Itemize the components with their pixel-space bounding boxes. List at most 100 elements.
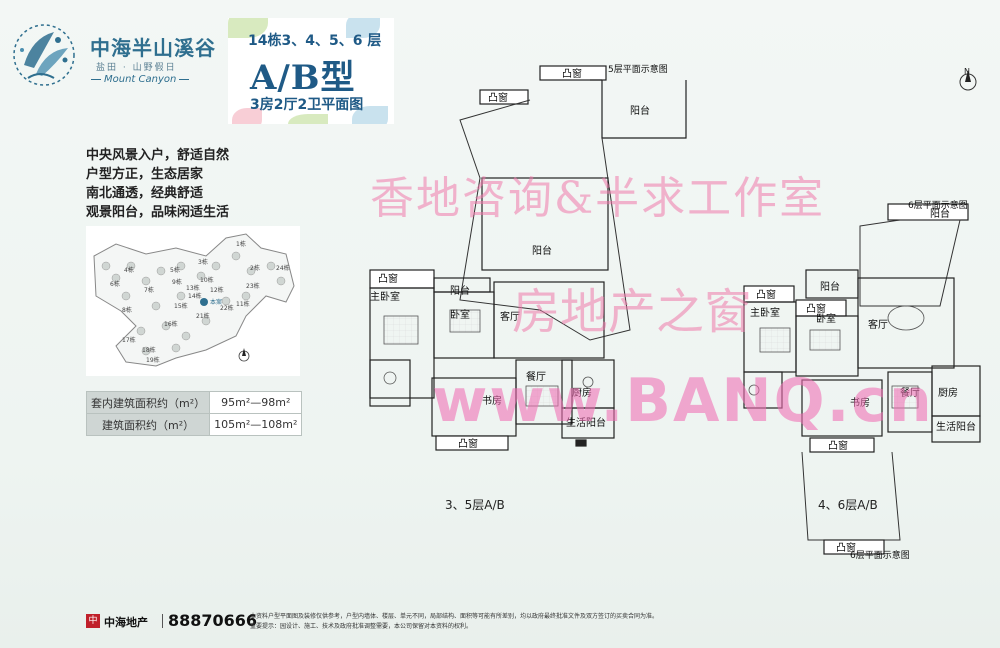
- room-study: [801, 379, 883, 437]
- room-label: 客厅: [500, 310, 520, 323]
- room-label: 生活阳台: [566, 416, 606, 429]
- room-label: 凸窗: [488, 91, 508, 104]
- developer-name: 中海地产: [104, 616, 148, 629]
- leaf-decoration: [346, 18, 380, 38]
- feature-item: 中央风景入户，舒适自然: [86, 148, 230, 163]
- north-compass-icon: N: [959, 67, 977, 91]
- site-label: 13栋: [186, 284, 200, 292]
- developer-logo-icon: 中: [86, 614, 100, 628]
- site-plan-map: 1栋 2栋 3栋 4栋 5栋 6栋 7栋 8栋 9栋 10栋 11栋 12栋 1…: [86, 226, 300, 376]
- room-study: [431, 377, 517, 437]
- room-dining: [515, 359, 573, 425]
- site-label: 18栋: [142, 346, 156, 354]
- room-label: 主卧室: [750, 306, 780, 319]
- room-label: 阳台: [930, 207, 950, 220]
- footer-divider: [162, 614, 163, 628]
- room-label: 生活阳台: [936, 420, 976, 433]
- site-label: 1栋: [236, 240, 246, 248]
- level5-balcony: [601, 80, 687, 139]
- room-utility: [931, 415, 981, 443]
- area-value: 95m²—98m²: [209, 391, 303, 414]
- room-living: [493, 281, 605, 359]
- room-bath: [743, 371, 783, 409]
- site-label: 2栋: [250, 264, 260, 272]
- site-label: 5栋: [170, 266, 180, 274]
- room-label: 卧室: [816, 312, 836, 325]
- site-label: 6栋: [110, 280, 120, 288]
- site-label: 14栋: [188, 292, 202, 300]
- site-label: 19栋: [146, 356, 160, 364]
- room-label: 阳台: [532, 244, 552, 257]
- disclaimer-line: 重要提示：园设计、施工、技术及政府批准调整需要，本公司保留对本资料的权利。: [250, 623, 473, 630]
- site-label: 8栋: [122, 306, 132, 314]
- title-layout: 3房2厅2卫平面图: [250, 97, 364, 113]
- brand-name: 中海半山溪谷: [90, 36, 216, 60]
- area-value: 105m²—108m²: [209, 413, 303, 436]
- brand-subtitle: 盐田 · 山野假日: [96, 63, 177, 73]
- site-label: 4栋: [124, 266, 134, 274]
- feature-list: 中央风景入户，舒适自然 户型方正，生态居家 南北通透，经典舒适 观景阳台，品味闲…: [86, 146, 229, 222]
- room-label: 主卧室: [370, 290, 400, 303]
- leaf-decoration: [232, 108, 262, 124]
- site-label: 12栋: [210, 286, 224, 294]
- area-table: 套内建筑面积约（m²） 95m²—98m² 建筑面积约（m²） 105m²—10…: [85, 391, 303, 436]
- room-bath: [369, 359, 411, 407]
- site-label: 17栋: [122, 336, 136, 344]
- unit-title-card: 14栋3、4、5、6 层 A/B型 3房2厅2卫平面图: [228, 18, 394, 124]
- brand-english-name: Mount Canyon: [88, 74, 192, 85]
- leaf-decoration: [228, 18, 268, 38]
- title-unit-type: A/B型: [250, 58, 356, 98]
- bay-window: [479, 89, 529, 105]
- room-label: 凸窗: [806, 302, 826, 315]
- site-label: 15栋: [174, 302, 188, 310]
- room-label: 凸窗: [756, 288, 776, 301]
- site-label: 10栋: [200, 276, 214, 284]
- bay-window: [435, 435, 509, 451]
- site-compass-icon: [238, 348, 250, 362]
- left-plan-caption: 3、5层A/B: [445, 498, 505, 512]
- right-plan-caption: 4、6层A/B: [818, 498, 878, 512]
- compass-label: N: [964, 67, 970, 76]
- balcony-top: [481, 177, 609, 271]
- site-label: 23栋: [246, 282, 260, 290]
- area-label: 套内建筑面积约（m²）: [85, 391, 211, 414]
- room-label: 书房: [482, 394, 502, 407]
- room-label: 凸窗: [458, 437, 478, 450]
- title-building-floors: 14栋3、4、5、6 层: [248, 33, 382, 49]
- bay-window: [809, 437, 875, 453]
- site-label: 3栋: [198, 258, 208, 266]
- footer: 中 中海地产 88870666 本资料户型平面图及装修仅供参考，户型内墙体、楼层…: [86, 611, 986, 634]
- area-label: 建筑面积约（m²）: [85, 413, 211, 436]
- site-label: 7栋: [144, 286, 154, 294]
- sales-phone: 88870666: [168, 611, 258, 630]
- current-building-marker: [200, 298, 208, 306]
- floor-plan-drawing: 凸窗 凸窗 5层平面示意图 阳台 阳台 阳台 凸窗 主卧室 卧室 客厅 餐厅 书…: [369, 63, 981, 561]
- level-note: 6层平面示意图: [850, 549, 910, 561]
- room-label: 客厅: [868, 318, 888, 331]
- room-label: 餐厅: [526, 370, 546, 383]
- table-row: 建筑面积约（m²） 105m²—108m²: [85, 413, 303, 436]
- site-label: 16栋: [164, 320, 178, 328]
- room-label: 凸窗: [562, 67, 582, 80]
- feature-item: 观景阳台，品味闲适生活: [86, 205, 230, 220]
- room-label: 阳台: [630, 104, 650, 117]
- room-label: 阳台: [820, 280, 840, 293]
- site-label: 11栋: [236, 300, 250, 308]
- room-label: 书房: [850, 396, 870, 409]
- room-label: 厨房: [572, 386, 592, 399]
- site-label: 22栋: [220, 304, 234, 312]
- room-living: [857, 277, 955, 369]
- feature-item: 户型方正，生态居家: [86, 167, 204, 182]
- bay-window: [539, 65, 607, 81]
- room-label: 餐厅: [900, 386, 920, 399]
- room-label: 凸窗: [828, 439, 848, 452]
- disclaimer: 本资料户型平面图及装修仅供参考，户型内墙体、楼层、单元不同，局部结构、面积等可能…: [250, 612, 658, 632]
- brand-logo: 中海半山溪谷 盐田 · 山野假日 Mount Canyon: [10, 20, 215, 100]
- site-label: 21栋: [196, 312, 210, 320]
- room-kitchen: [561, 359, 615, 409]
- room-utility: [561, 407, 615, 439]
- disclaimer-line: 本资料户型平面图及装修仅供参考，户型内墙体、楼层、单元不同，局部结构、面积等可能…: [250, 613, 659, 620]
- site-label: 24栋: [276, 264, 290, 272]
- site-label: 9栋: [172, 278, 182, 286]
- bay-window: [823, 539, 885, 555]
